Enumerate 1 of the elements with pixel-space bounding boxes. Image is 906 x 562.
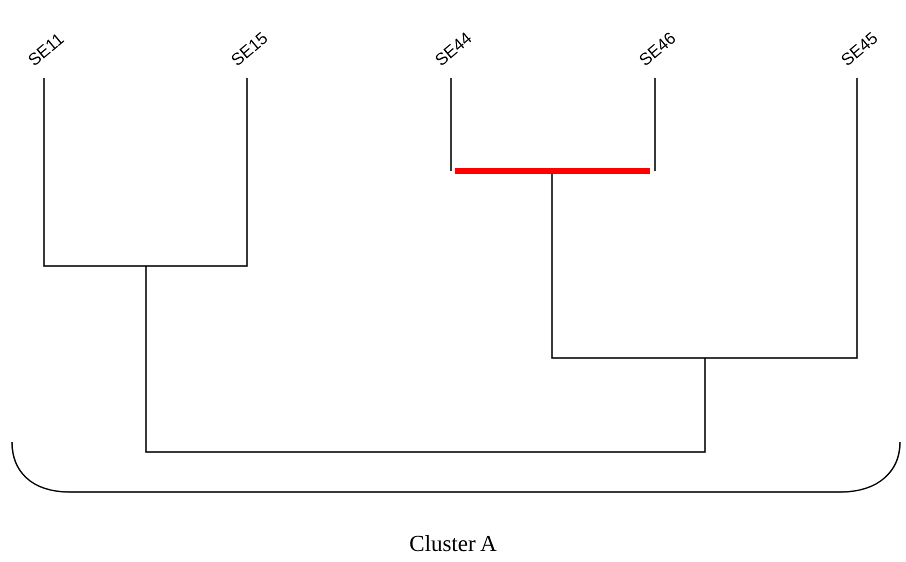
cluster-label: Cluster A bbox=[408, 532, 498, 555]
